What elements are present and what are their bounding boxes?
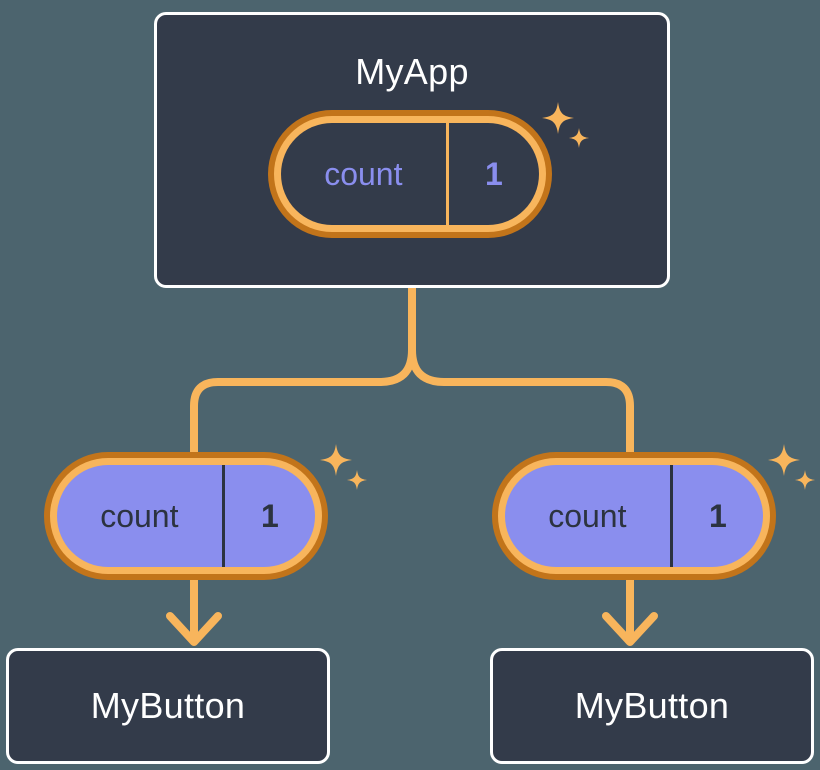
component-title-myapp: MyApp: [355, 51, 469, 92]
arrow-right-head: [602, 612, 658, 646]
state-value-label: 1: [221, 465, 315, 567]
connector-to-right-child: [408, 349, 634, 452]
arrow-left-head: [166, 612, 222, 646]
state-pill-inner-ring: count 1: [498, 458, 770, 574]
state-pill-child-right[interactable]: count 1: [492, 452, 776, 580]
state-key-label: count: [100, 498, 179, 534]
sparkle-small-icon: [795, 470, 815, 490]
state-value-label: 1: [445, 123, 539, 225]
component-title-mybutton-left: MyButton: [90, 685, 246, 726]
component-title-mybutton-right: MyButton: [574, 685, 730, 726]
state-pill-inner-ring: count 1: [50, 458, 322, 574]
connector-to-left-child: [190, 349, 416, 452]
state-pill-inner-ring: count 1: [274, 116, 546, 232]
state-key-label: count: [324, 156, 403, 192]
state-value-label: 1: [669, 465, 763, 567]
state-pill-myapp[interactable]: count 1: [268, 110, 552, 238]
component-card-mybutton-left[interactable]: MyButton: [6, 648, 330, 764]
sparkle-large-icon: [768, 444, 800, 476]
state-pill-body: count 1: [281, 123, 539, 225]
state-pill-body: count 1: [57, 465, 315, 567]
state-pill-body: count 1: [505, 465, 763, 567]
sparkle-small-icon: [347, 470, 367, 490]
sparkle-large-icon: [320, 444, 352, 476]
state-key-label: count: [548, 498, 627, 534]
component-card-mybutton-right[interactable]: MyButton: [490, 648, 814, 764]
state-pill-child-left[interactable]: count 1: [44, 452, 328, 580]
